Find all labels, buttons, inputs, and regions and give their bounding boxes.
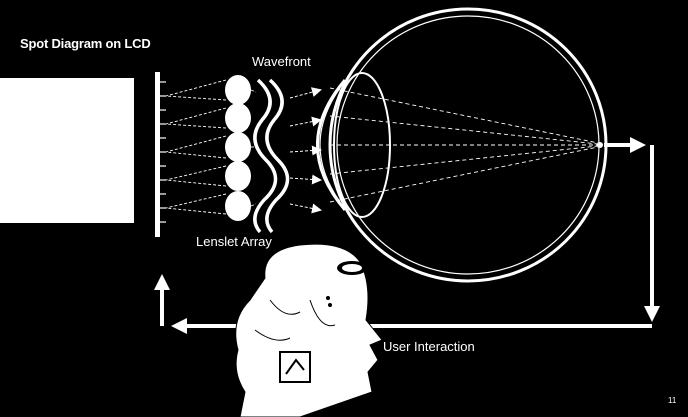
lenslet-array [225,75,251,221]
lenslet-array-label: Lenslet Array [196,234,272,249]
lcd-screen-icon [0,78,134,223]
spot-ticks [160,81,166,223]
user-interaction-label: User Interaction [383,339,475,354]
retina-focus [597,142,603,148]
wavefront-arrows [289,87,322,214]
wavefront-label: Wavefront [252,54,311,69]
lenslet-lens-icon [225,103,251,133]
diagram-title: Spot Diagram on LCD [20,36,151,51]
lenslet-lens-icon [225,75,251,105]
wavefront-curves [253,78,290,234]
sensor-plate [155,72,160,237]
lenslet-lens-icon [225,191,251,221]
person-head-icon [235,243,383,417]
lenslet-lens-icon [225,132,251,162]
eye-rays [329,87,599,203]
lenslet-lens-icon [225,161,251,191]
lenslet-rays [165,79,227,215]
lenslet-to-wave-rays [250,89,257,207]
page-number: 11 [668,396,677,405]
